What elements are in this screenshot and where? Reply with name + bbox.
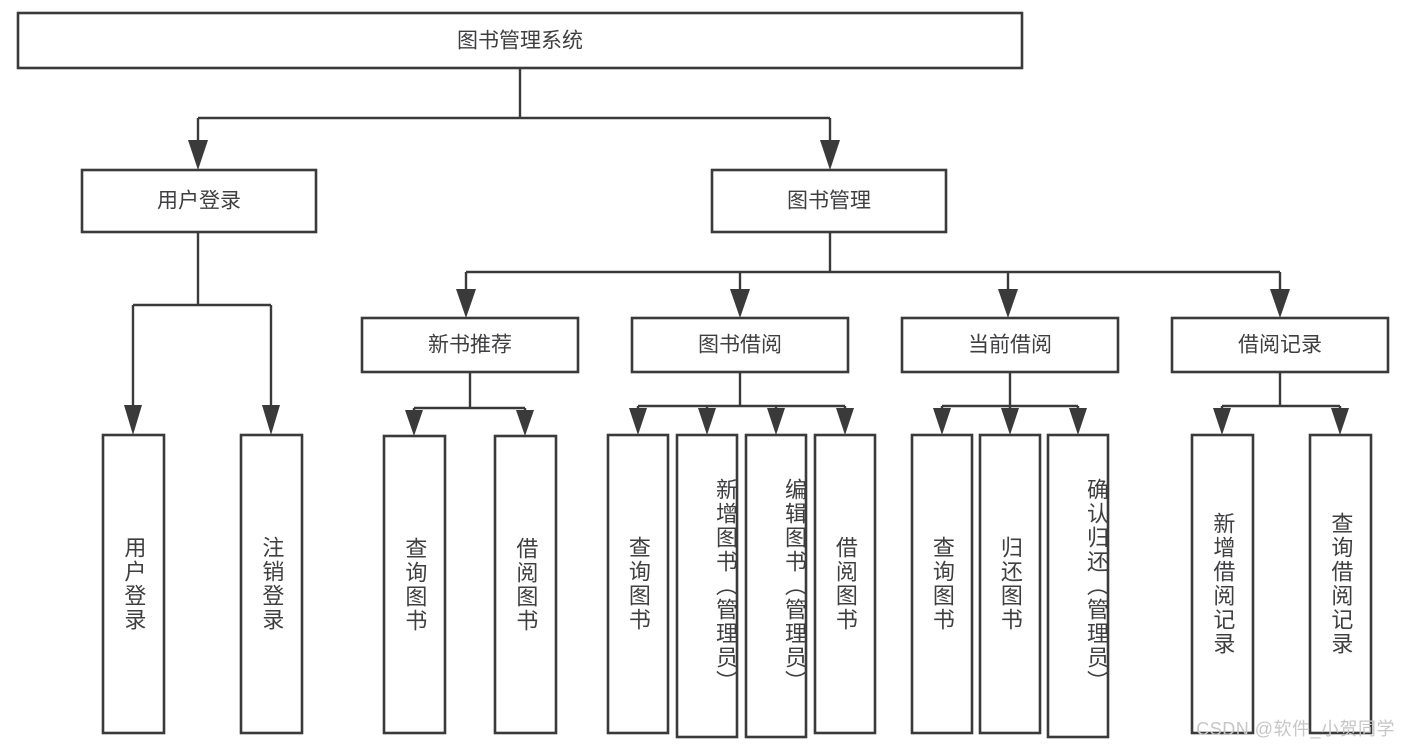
node-book-borrow-label: 图书借阅	[698, 334, 782, 357]
connector-group-root	[188, 68, 840, 170]
connector-group-book-manage	[456, 232, 1290, 318]
arrow-head-book-borrow	[730, 289, 750, 318]
leaf-box-new-book-2[interactable]	[493, 434, 558, 735]
leaf-box-book-borrow-1[interactable]	[606, 433, 670, 735]
connector-group-user-login	[124, 232, 280, 435]
leaf-box-current-borrow-1[interactable]	[910, 433, 974, 735]
arrow-head-bb-leaf-1	[629, 408, 647, 435]
node-current-borrow[interactable]: 当前借阅	[900, 316, 1120, 374]
node-borrow-record-label: 借阅记录	[1238, 334, 1322, 357]
arrow-head-nb-leaf-1	[405, 410, 423, 436]
leaf-box-book-borrow-2[interactable]	[675, 433, 739, 739]
node-book-manage-label: 图书管理	[787, 190, 871, 213]
arrow-head-bb-leaf-4	[836, 408, 854, 435]
connector-group-borrow-record	[1213, 372, 1349, 435]
arrow-head-current-borrow	[998, 289, 1018, 318]
arrow-head-cb-leaf-3	[1069, 408, 1087, 435]
node-user-login-label: 用户登录	[157, 190, 241, 213]
csdn-watermark: CSDN @软件_小贺同学	[1196, 719, 1395, 739]
node-new-book-recommend-box[interactable]	[360, 316, 580, 374]
node-borrow-record[interactable]: 借阅记录	[1170, 316, 1390, 374]
node-root[interactable]: 图书管理系统	[16, 11, 1024, 70]
connector-group-book-borrow	[629, 372, 854, 435]
arrow-head-br-leaf-1	[1213, 408, 1231, 435]
connector-group-current-borrow	[933, 372, 1087, 435]
arrow-head-leaf-user-login-2	[262, 405, 280, 435]
arrow-head-bb-leaf-3	[767, 408, 785, 435]
node-current-borrow-label: 当前借阅	[968, 334, 1052, 357]
node-root-label: 图书管理系统	[457, 30, 583, 53]
connector-group-new-book	[405, 372, 534, 436]
node-current-borrow-box[interactable]	[900, 316, 1120, 374]
arrow-head-borrow-record	[1270, 289, 1290, 318]
node-book-manage[interactable]: 图书管理	[710, 168, 948, 234]
leaf-box-book-borrow-4[interactable]	[813, 433, 877, 735]
leaf-box-current-borrow-2[interactable]	[978, 433, 1042, 735]
node-book-borrow-box[interactable]	[630, 316, 850, 374]
node-user-login[interactable]: 用户登录	[80, 168, 318, 234]
arrow-head-nb-leaf-2	[516, 410, 534, 436]
arrow-head-book-manage	[820, 140, 840, 170]
leaf-box-user-login-1[interactable]	[101, 433, 166, 735]
arrow-head-cb-leaf-2	[1001, 408, 1019, 435]
arrow-head-new-book	[456, 289, 476, 318]
arrow-head-leaf-user-login-1	[124, 405, 142, 435]
leaf-box-borrow-record-1[interactable]	[1190, 433, 1255, 735]
node-borrow-record-box[interactable]	[1170, 316, 1390, 374]
arrow-head-cb-leaf-1	[933, 408, 951, 435]
arrow-head-br-leaf-2	[1331, 408, 1349, 435]
node-root-box[interactable]	[16, 11, 1024, 70]
node-book-manage-box[interactable]	[710, 168, 948, 234]
arrow-head-user-login	[188, 140, 208, 170]
node-book-borrow[interactable]: 图书借阅	[630, 316, 850, 374]
leaf-box-current-borrow-3[interactable]	[1046, 433, 1110, 739]
leaf-box-user-login-2[interactable]	[239, 433, 304, 735]
node-new-book-recommend-label: 新书推荐	[428, 334, 512, 357]
leaf-box-new-book-1[interactable]	[382, 434, 447, 735]
leaf-box-book-borrow-3[interactable]	[744, 433, 808, 739]
node-new-book-recommend[interactable]: 新书推荐	[360, 316, 580, 374]
leaf-box-borrow-record-2[interactable]	[1308, 433, 1373, 735]
node-user-login-box[interactable]	[80, 168, 318, 234]
arrow-head-bb-leaf-2	[698, 408, 716, 435]
